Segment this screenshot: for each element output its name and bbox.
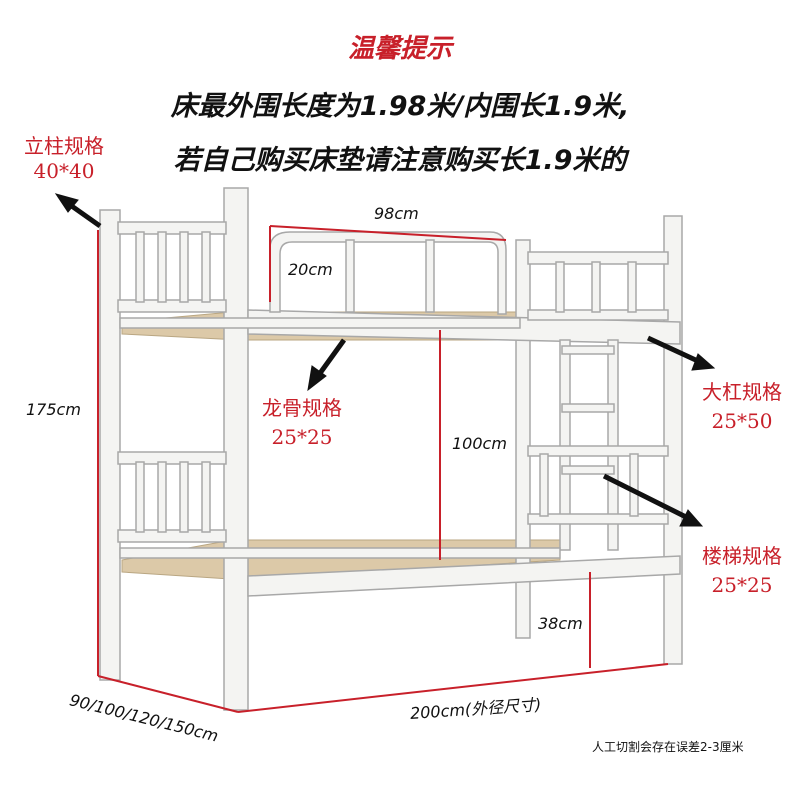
beam-spec-size: 25*50 <box>711 409 773 433</box>
left-front-post <box>223 187 249 711</box>
right-front-post <box>663 215 683 665</box>
column-spec-arrow-icon <box>54 193 102 229</box>
left-back-post <box>99 209 121 681</box>
tip-line-1: 床最外围长度为1.98米/内围长1.9米, <box>170 91 630 122</box>
tier-gap-label: 100cm <box>452 434 507 453</box>
guardrail-length-label: 98cm <box>374 204 419 223</box>
total-height-label: 175cm <box>26 400 81 419</box>
ladder-spec-name: 楼梯规格 <box>702 544 782 568</box>
guardrail-height-label: 20cm <box>288 260 333 279</box>
keel-spec-label: 龙骨规格 25*25 <box>252 392 352 449</box>
keel-spec-arrow-icon <box>307 338 347 392</box>
bed-frame <box>99 187 683 711</box>
spec-arrows <box>54 193 716 527</box>
bottom-clearance-label: 38cm <box>538 614 583 633</box>
tip-title: 温馨提示 <box>347 34 452 64</box>
ladder-spec-size: 25*25 <box>711 573 773 597</box>
cutting-error-note: 人工切割会存在误差2-3厘米 <box>592 740 744 754</box>
column-spec-name: 立柱规格 <box>24 134 104 158</box>
tip-line-2: 若自己购买床垫请注意购买长1.9米的 <box>173 145 627 176</box>
beam-spec-name: 大杠规格 <box>702 380 782 404</box>
keel-spec-size: 25*25 <box>271 425 333 449</box>
ladder-spec-arrow-icon <box>602 473 704 527</box>
keel-spec-name: 龙骨规格 <box>262 396 342 420</box>
column-spec-label: 立柱规格 40*40 <box>14 130 114 183</box>
dimension-lines <box>97 225 669 713</box>
beam-spec-label: 大杠规格 25*50 <box>690 376 794 433</box>
beam-spec-arrow-icon <box>646 335 716 371</box>
ladder-spec-label: 楼梯规格 25*25 <box>690 540 794 597</box>
column-spec-size: 40*40 <box>33 159 95 183</box>
